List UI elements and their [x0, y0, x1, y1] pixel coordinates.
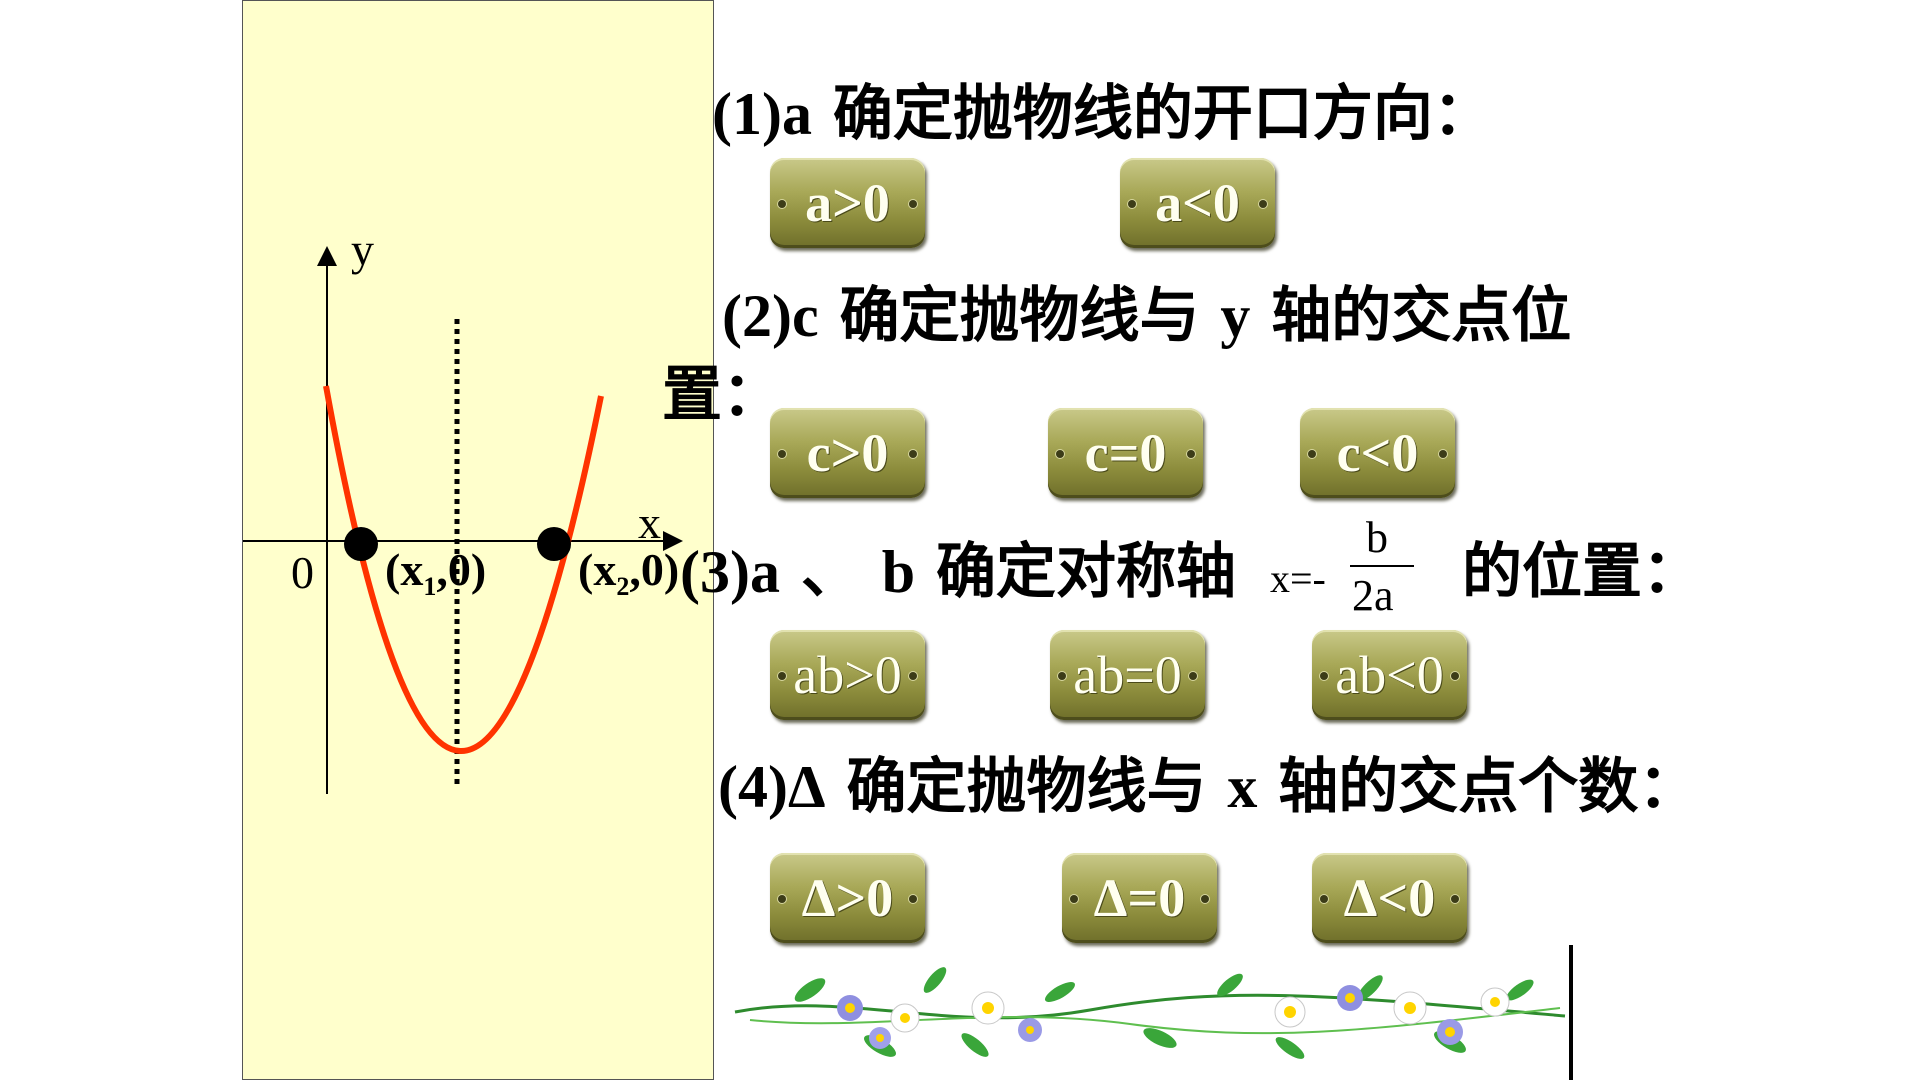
btn-c-eq-0[interactable]: c=0 — [1048, 408, 1203, 498]
divider-line — [1569, 945, 1573, 1080]
btn-delta-lt-0[interactable]: Δ<0 — [1312, 853, 1467, 943]
formula-numerator: b — [1366, 513, 1388, 562]
parabola-graph — [243, 246, 683, 794]
section3-heading: (3)a 、 b 确定对称轴 — [680, 537, 1237, 607]
root-label-2: (x2,0) — [578, 544, 680, 602]
section2-heading: (2)c 确定抛物线与 y 轴的交点位 — [722, 281, 1572, 351]
btn-c-lt-0[interactable]: c<0 — [1300, 408, 1455, 498]
root-point-1 — [344, 527, 378, 561]
btn-ab-gt-0[interactable]: ab>0 — [770, 630, 925, 720]
btn-ab-eq-0[interactable]: ab=0 — [1050, 630, 1205, 720]
x-axis-label: x — [638, 497, 661, 548]
btn-delta-eq-0[interactable]: Δ=0 — [1062, 853, 1217, 943]
btn-c-gt-0[interactable]: c>0 — [770, 408, 925, 498]
y-axis-label: y — [351, 224, 374, 275]
graph-panel: y x 0 (x1,0) (x2,0) — [242, 0, 714, 1080]
root-label-1: (x1,0) — [385, 544, 487, 602]
btn-a-lt-0[interactable]: a<0 — [1120, 158, 1275, 248]
origin-label: 0 — [291, 547, 314, 598]
btn-a-gt-0[interactable]: a>0 — [770, 158, 925, 248]
section2-heading-cont: 置： — [662, 360, 782, 430]
fraction-bar — [1350, 565, 1414, 567]
parabola-curve — [323, 385, 604, 754]
root-point-2 — [537, 527, 571, 561]
btn-delta-gt-0[interactable]: Δ>0 — [770, 853, 925, 943]
formula-denominator: 2a — [1352, 571, 1394, 620]
section3-heading-end: 的位置： — [1462, 537, 1702, 607]
flower-garland-decoration — [734, 967, 1566, 1059]
btn-ab-lt-0[interactable]: ab<0 — [1312, 630, 1467, 720]
section4-heading: (4)Δ 确定抛物线与 x 轴的交点个数： — [718, 752, 1699, 822]
formula-lhs: x=- — [1270, 556, 1326, 601]
section1-heading: (1)a 确定抛物线的开口方向： — [712, 79, 1493, 149]
